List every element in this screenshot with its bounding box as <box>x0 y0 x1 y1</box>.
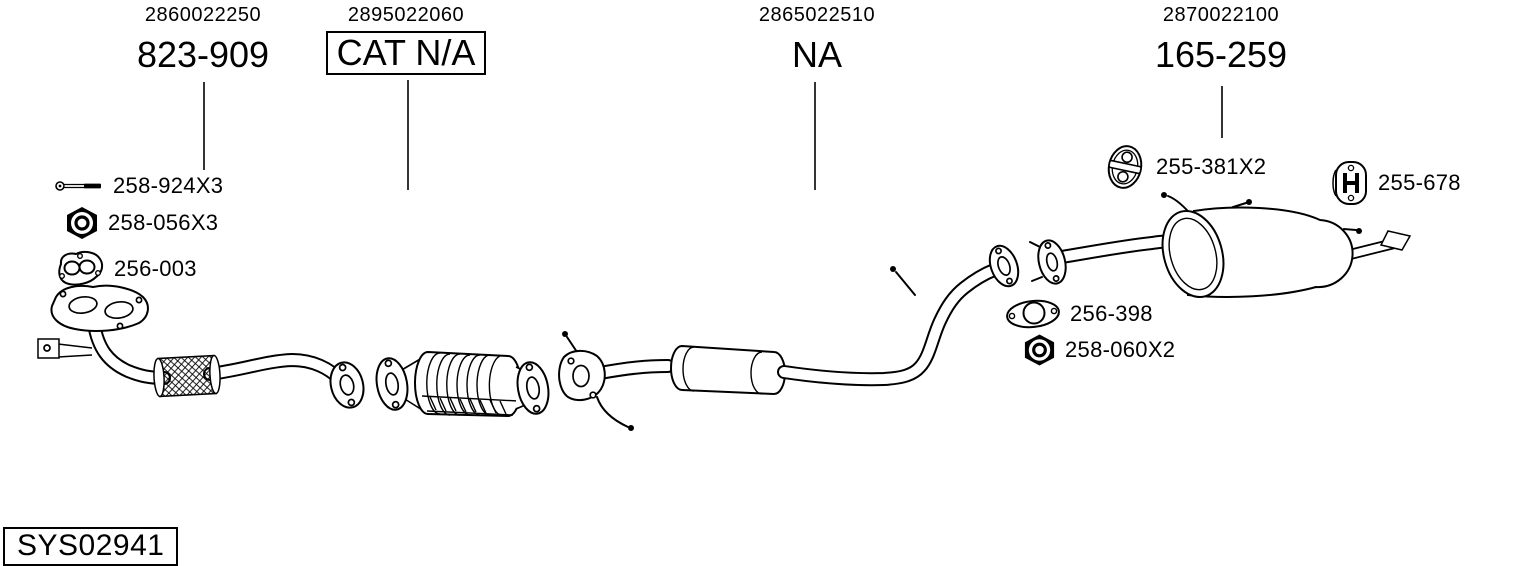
catalog-ref: 2865022510 <box>758 4 876 26</box>
rear-silencer-drawing <box>1029 192 1412 299</box>
callout-bolt: 258-924X3 <box>55 173 223 199</box>
nut-icon <box>1024 334 1055 366</box>
part-number-label: 256-003 <box>114 256 197 281</box>
oval-gasket-icon <box>1006 299 1060 329</box>
front-pipe-drawing <box>37 284 365 409</box>
bolt-icon <box>55 181 101 191</box>
leader-lines <box>203 80 1223 190</box>
part-number-label: 255-678 <box>1378 170 1461 195</box>
part-number-label: 165-259 <box>1154 34 1288 75</box>
part-number-label: NA <box>791 34 842 75</box>
nut-icon <box>67 207 97 239</box>
part-number-label: 256-398 <box>1070 301 1153 326</box>
callout-rubber-mount: 255-381X2 <box>1102 143 1266 191</box>
part-number-label: 823-909 <box>136 34 270 75</box>
part-number-label: 255-381X2 <box>1156 154 1267 179</box>
callout-h-hanger: 255-678 <box>1330 159 1461 207</box>
h-rubber-hanger-icon <box>1332 161 1367 205</box>
part-number-label: 258-924X3 <box>113 173 224 198</box>
column-centre-pipe: 2865022510 NA <box>697 4 937 75</box>
part-number-label: CAT N/A <box>325 31 487 75</box>
centre-pipe-drawing <box>558 244 1020 431</box>
catalog-ref: 2860022250 <box>144 4 262 26</box>
callout-nut-rear: 258-060X2 <box>1022 333 1175 367</box>
column-catalyst: 2895022060 CAT N/A <box>286 4 526 75</box>
catalytic-converter-drawing <box>375 350 550 418</box>
rubber-mount-icon <box>1107 145 1143 189</box>
callout-nut: 258-056X3 <box>64 206 218 240</box>
flex-braid-section <box>153 354 221 398</box>
catalog-ref: 2895022060 <box>347 4 465 26</box>
callout-flange-gasket: 256-003 <box>54 248 197 290</box>
column-front-pipe: 2860022250 823-909 <box>83 4 323 75</box>
callout-oval-gasket: 256-398 <box>1004 297 1153 331</box>
part-number-label: 258-060X2 <box>1065 337 1176 362</box>
system-id-badge: SYS02941 <box>3 527 179 566</box>
flange-gasket-icon <box>58 250 104 286</box>
column-rear-silencer: 2870022100 165-259 <box>1101 4 1341 75</box>
catalog-ref: 2870022100 <box>1162 4 1280 26</box>
part-number-label: 258-056X3 <box>108 210 219 235</box>
